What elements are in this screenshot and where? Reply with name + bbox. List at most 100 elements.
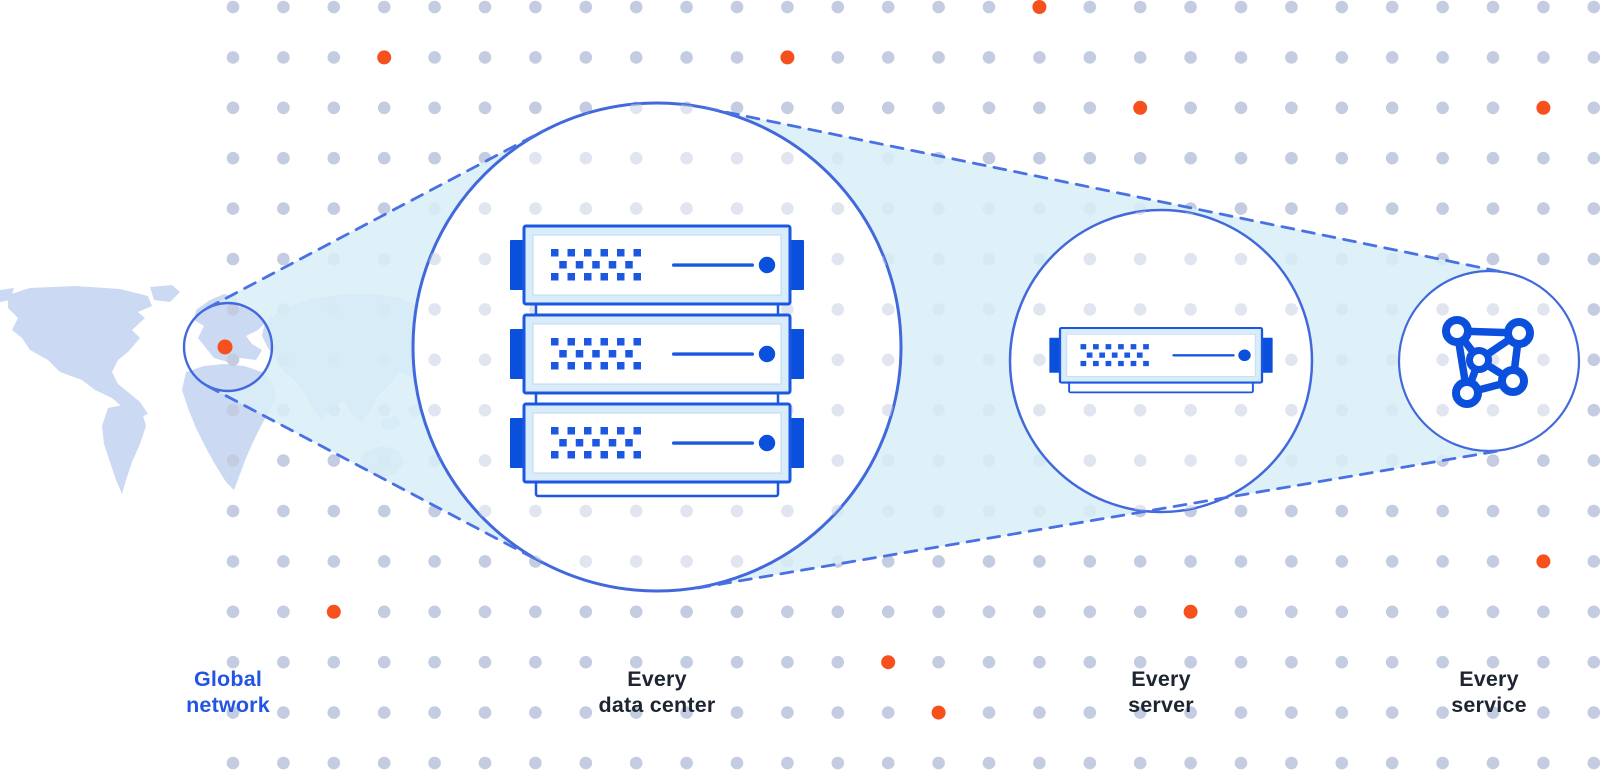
grid-dot — [327, 202, 341, 215]
grid-dot — [680, 0, 693, 14]
grid-dot — [1184, 151, 1197, 165]
grid-dot — [982, 655, 996, 669]
caption-line: Every — [1131, 667, 1191, 691]
grid-dot — [982, 0, 996, 14]
grid-dot — [428, 605, 441, 619]
grid-dot — [730, 655, 744, 669]
map-highlight-circle — [182, 301, 274, 393]
grid-dot — [1335, 151, 1349, 165]
grid-dot — [428, 655, 441, 669]
grid-dot — [377, 101, 391, 115]
grid-dot — [226, 353, 240, 367]
grid-dot — [1385, 655, 1399, 669]
grid-dot — [1335, 0, 1349, 14]
grid-dot — [1083, 555, 1097, 568]
grid-dot — [1184, 756, 1197, 770]
grid-dot — [226, 655, 240, 669]
grid-dot — [932, 51, 945, 64]
grid-dot — [226, 202, 240, 215]
grid-dot — [1436, 101, 1449, 115]
grid-dot — [1083, 605, 1097, 619]
accent-dot — [1536, 554, 1551, 569]
grid-dot — [529, 51, 542, 64]
grid-dot — [478, 605, 492, 619]
grid-dot — [327, 555, 341, 568]
grid-dot — [1385, 0, 1399, 14]
grid-dot — [1486, 101, 1500, 115]
grid-dot — [579, 605, 593, 619]
grid-dot — [226, 252, 240, 266]
grid-dot — [881, 756, 895, 770]
grid-dot — [680, 51, 693, 64]
grid-dot — [1184, 655, 1197, 669]
grid-dot — [579, 101, 593, 115]
caption-line: Every — [1459, 667, 1519, 691]
grid-dot — [1133, 756, 1147, 770]
accent-dot — [780, 50, 795, 65]
grid-dot — [478, 756, 492, 770]
server-rack-1 — [508, 224, 806, 320]
grid-dot — [1537, 655, 1550, 669]
caption-line: server — [1128, 692, 1194, 717]
caption-global-network: Global network — [98, 667, 358, 718]
grid-dot — [1537, 706, 1550, 719]
grid-dot — [1385, 51, 1399, 64]
grid-dot — [1033, 51, 1046, 64]
grid-dot — [1335, 101, 1349, 115]
grid-dot — [932, 655, 945, 669]
grid-dot — [730, 0, 744, 14]
caption-every-service: Every service — [1359, 667, 1619, 718]
grid-dot — [1436, 605, 1449, 619]
grid-dot — [1184, 101, 1197, 115]
grid-dot — [428, 756, 441, 770]
grid-dot — [1285, 202, 1298, 215]
grid-dot — [1184, 0, 1197, 14]
grid-dot — [1587, 655, 1601, 669]
grid-dot — [1083, 756, 1097, 770]
grid-dot — [377, 555, 391, 568]
grid-dot — [1285, 706, 1298, 719]
grid-dot — [1234, 706, 1248, 719]
grid-dot — [1335, 504, 1349, 518]
grid-dot — [478, 51, 492, 64]
grid-dot — [730, 51, 744, 64]
grid-dot — [579, 0, 593, 14]
grid-dot — [932, 605, 945, 619]
grid-dot — [1385, 706, 1399, 719]
grid-dot — [579, 706, 593, 719]
grid-dot — [932, 555, 945, 568]
grid-dot — [1436, 756, 1449, 770]
grid-dot — [982, 151, 996, 165]
grid-dot — [226, 605, 240, 619]
grid-dot — [982, 706, 996, 719]
grid-dot — [1587, 706, 1601, 719]
grid-dot — [1436, 151, 1449, 165]
grid-dot — [277, 756, 290, 770]
grid-dot — [831, 655, 845, 669]
grid-dot — [730, 101, 744, 115]
caption-line: Every — [627, 667, 687, 691]
grid-dot — [1486, 706, 1500, 719]
grid-dot — [881, 555, 895, 568]
grid-dot — [277, 605, 290, 619]
grid-dot — [1083, 51, 1097, 64]
grid-dot — [1335, 706, 1349, 719]
caption-line: service — [1451, 692, 1527, 717]
grid-dot — [680, 756, 693, 770]
grid-dot — [1436, 0, 1449, 14]
grid-dot — [226, 454, 240, 467]
grid-dot — [327, 706, 341, 719]
grid-dot — [1436, 555, 1449, 568]
single-server — [1048, 326, 1274, 394]
grid-dot — [1436, 202, 1449, 215]
grid-dot — [1537, 756, 1550, 770]
accent-dot — [1536, 100, 1551, 115]
grid-dot — [1285, 605, 1298, 619]
grid-dot — [529, 756, 542, 770]
grid-dot — [982, 756, 996, 770]
grid-dot — [226, 101, 240, 115]
grid-dot — [478, 706, 492, 719]
grid-dot — [1234, 605, 1248, 619]
grid-dot — [1234, 151, 1248, 165]
